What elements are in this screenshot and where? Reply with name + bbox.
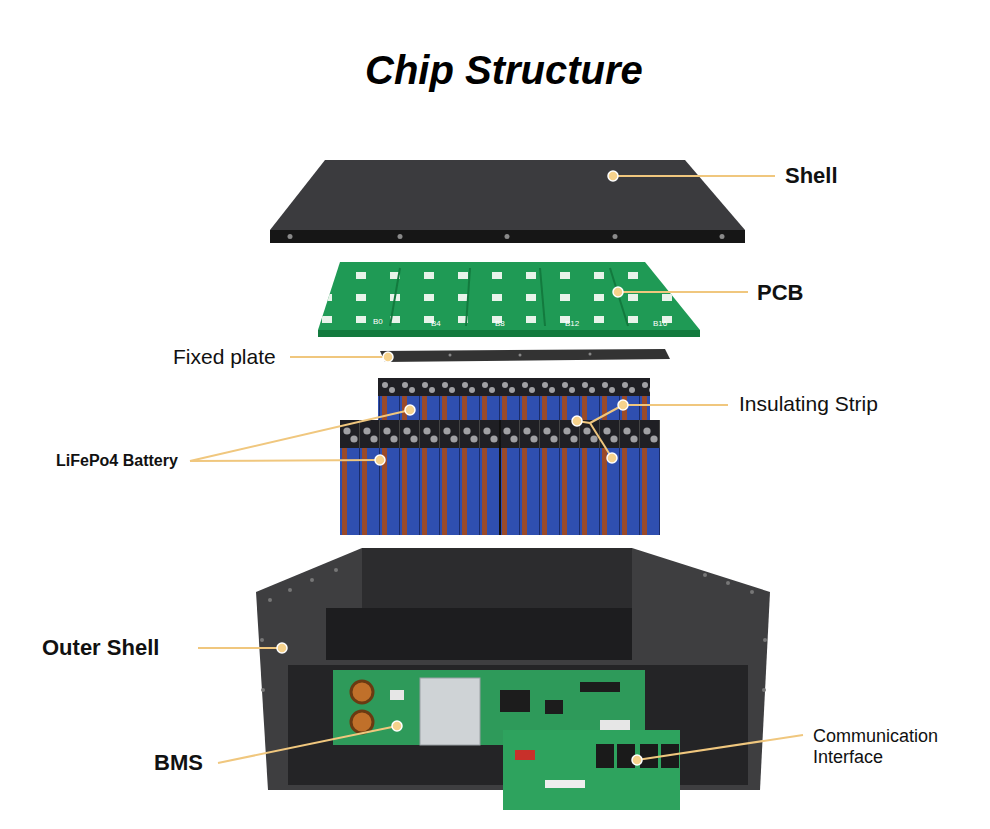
communication-board [503, 730, 680, 810]
bms-heatsink [420, 678, 480, 745]
part-label: Outer Shell [40, 635, 161, 660]
battery-cells-back [378, 396, 650, 420]
shell-edge [270, 230, 745, 243]
pcb-silkscreen: B16 [653, 319, 667, 328]
pcb-silkscreen: B12 [565, 319, 579, 328]
part-label: Insulating Strip [737, 392, 880, 416]
pcb-silkscreen: B4 [431, 319, 441, 328]
diagram-title: Chip Structure [365, 47, 643, 93]
part-label: PCB [755, 280, 805, 305]
part-label: Communication Interface [811, 726, 965, 767]
pcb-board [318, 262, 700, 330]
pcb-silkscreen: B8 [495, 319, 505, 328]
shell-lid [270, 160, 745, 230]
leader-lines [190, 176, 803, 763]
part-label: Shell [783, 163, 840, 188]
pcb-pads [318, 262, 700, 330]
pcb-silkscreen: B0 [373, 317, 383, 326]
battery-cells-back-top [378, 378, 650, 396]
fixed-plate [380, 349, 670, 362]
part-label: LiFePo4 Battery [54, 452, 180, 470]
leader-dots [277, 171, 642, 765]
pcb-traces [390, 268, 628, 326]
part-label: Fixed plate [171, 345, 278, 369]
shell-screws [288, 234, 725, 239]
pcb-edge [318, 330, 700, 337]
part-label: BMS [152, 750, 205, 775]
